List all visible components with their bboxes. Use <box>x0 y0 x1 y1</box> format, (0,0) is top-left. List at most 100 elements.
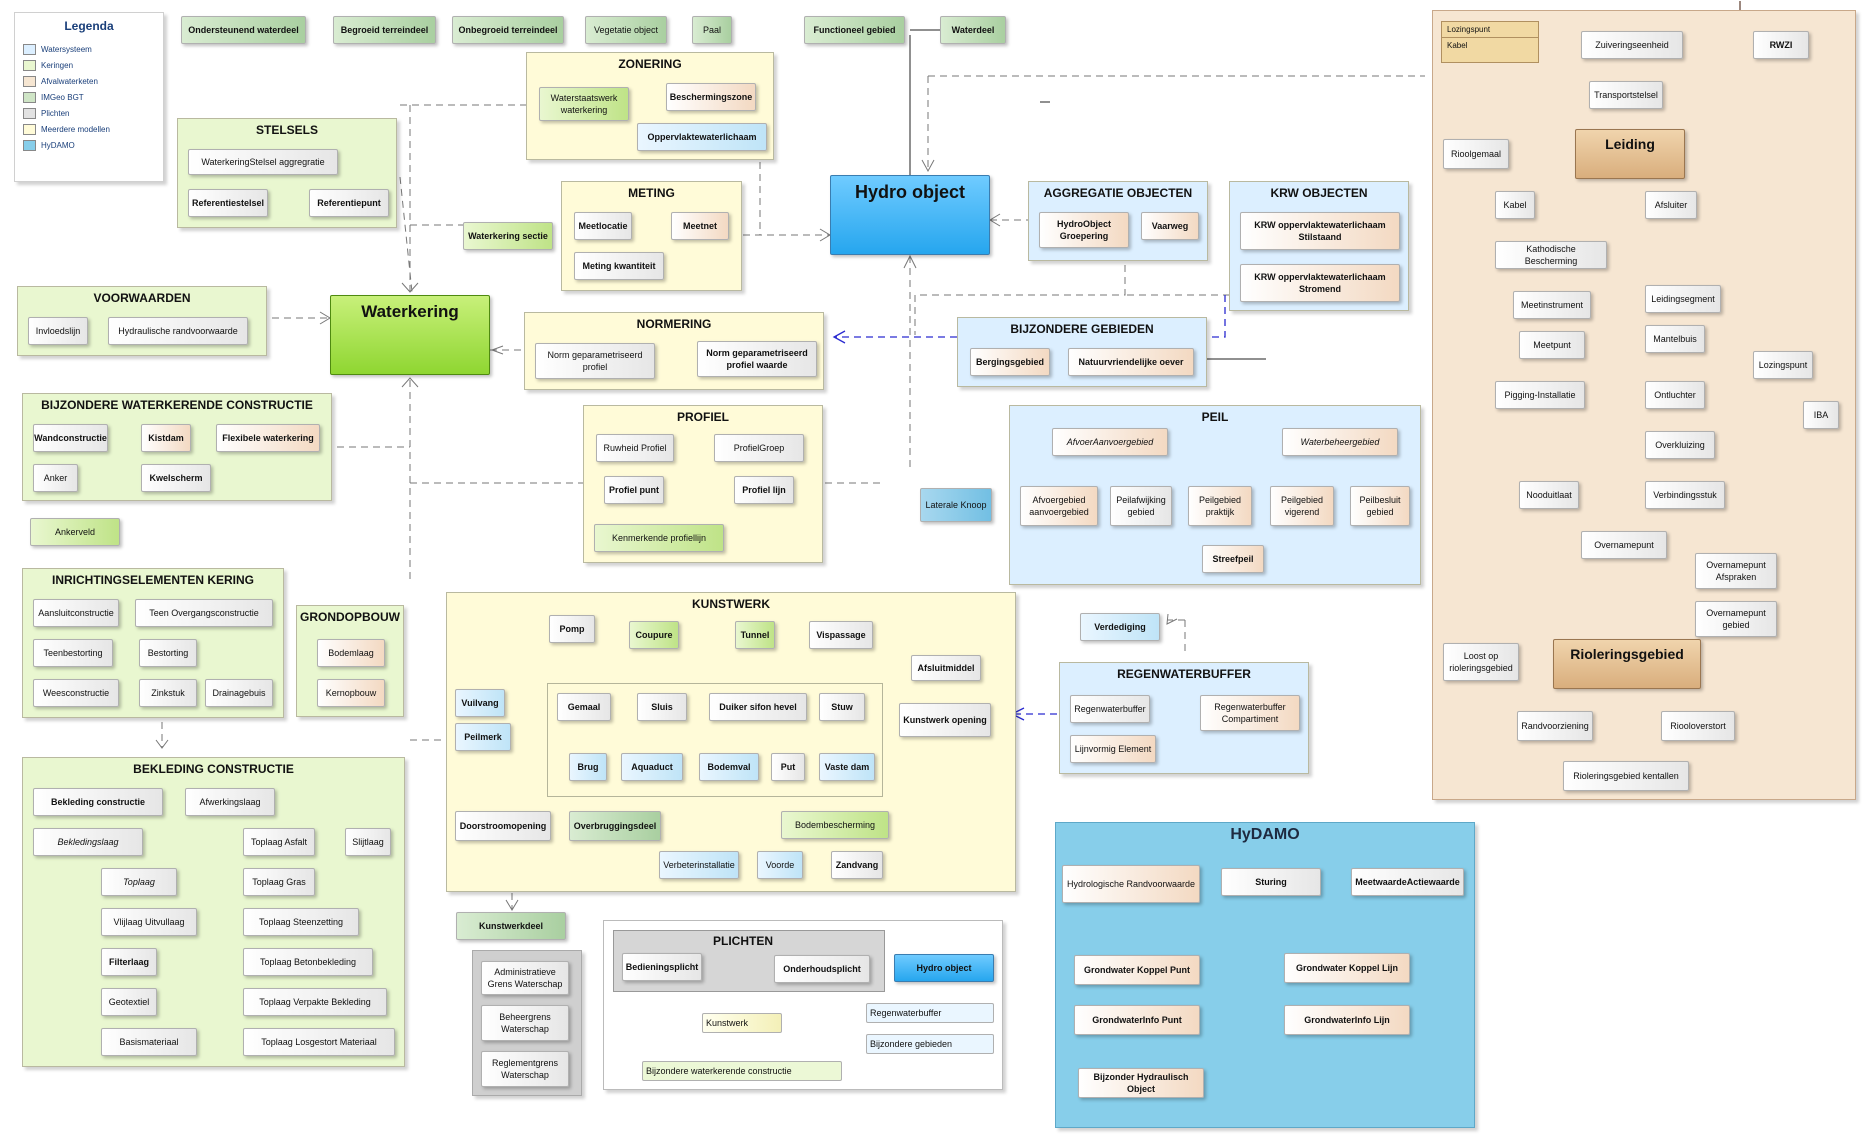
class-coupure[interactable]: Coupure <box>629 621 679 649</box>
class-ruwheid-profiel[interactable]: Ruwheid Profiel <box>596 434 674 462</box>
class-overnamepunt[interactable]: Overnamepunt <box>1581 531 1667 559</box>
class-overnamepunt-gebied[interactable]: Overnamepunt gebied <box>1695 601 1777 637</box>
class-waterbeheergebied[interactable]: Waterbeheergebied <box>1282 428 1398 456</box>
class-kwelscherm[interactable]: Kwelscherm <box>141 464 211 492</box>
class-waterkeringstelsel-aggregratie[interactable]: WaterkeringStelsel aggregratie <box>188 149 338 175</box>
class-bodemlaag[interactable]: Bodemlaag <box>317 639 385 667</box>
class-beschermingszone[interactable]: Beschermingszone <box>666 83 756 111</box>
class-reglementgrens[interactable]: Reglementgrens Waterschap <box>481 1051 569 1087</box>
class-oppervlaktewaterlichaam[interactable]: Oppervlaktewaterlichaam <box>637 123 767 151</box>
class-tunnel[interactable]: Tunnel <box>735 621 775 649</box>
class-sluis[interactable]: Sluis <box>637 693 687 721</box>
class-put[interactable]: Put <box>771 753 805 781</box>
class-vaste-dam[interactable]: Vaste dam <box>819 753 875 781</box>
class-brug[interactable]: Brug <box>569 753 607 781</box>
class-doorstroomopening[interactable]: Doorstroomopening <box>455 811 551 841</box>
ref-regenwaterbuffer[interactable]: Regenwaterbuffer <box>866 1003 994 1023</box>
class-ontluchter[interactable]: Ontluchter <box>1645 381 1705 409</box>
class-waterstaatswerk-waterkering[interactable]: Waterstaatswerk waterkering <box>539 87 629 121</box>
class-mantelbuis[interactable]: Mantelbuis <box>1645 325 1705 353</box>
class-gemaal[interactable]: Gemaal <box>557 693 611 721</box>
class-onderhoudsplicht[interactable]: Onderhoudsplicht <box>774 955 870 983</box>
class-filterlaag[interactable]: Filterlaag <box>101 948 157 976</box>
class-grondwaterinfo-punt[interactable]: GrondwaterInfo Punt <box>1074 1005 1200 1035</box>
class-vegetatie-object[interactable]: Vegetatie object <box>585 16 667 44</box>
class-verbindingsstuk[interactable]: Verbindingsstuk <box>1645 481 1725 509</box>
class-rioolgemaal[interactable]: Rioolgemaal <box>1443 139 1509 169</box>
class-kabel[interactable]: Kabel <box>1495 191 1535 219</box>
class-geotextiel[interactable]: Geotextiel <box>101 988 157 1016</box>
class-kistdam[interactable]: Kistdam <box>141 424 191 452</box>
class-ankerveld[interactable]: Ankerveld <box>30 518 120 546</box>
class-profielgroep[interactable]: ProfielGroep <box>714 434 804 462</box>
class-bodembescherming[interactable]: Bodembescherming <box>781 811 889 839</box>
class-hydroobject-groepering[interactable]: HydroObject Groepering <box>1039 212 1129 248</box>
class-meetlocatie[interactable]: Meetlocatie <box>574 212 632 240</box>
class-teen-overgangsconstructie[interactable]: Teen Overgangsconstructie <box>135 599 273 627</box>
class-bestorting[interactable]: Bestorting <box>139 639 197 667</box>
class-bekledingslaag[interactable]: Bekledingslaag <box>33 828 143 856</box>
class-lozingspunt[interactable]: Lozingspunt <box>1753 351 1813 379</box>
class-toplaag-gras[interactable]: Toplaag Gras <box>243 868 315 896</box>
class-toplaag-asfalt[interactable]: Toplaag Asfalt <box>243 828 315 856</box>
class-afvoeraanvoergebied[interactable]: AfvoerAanvoergebied <box>1052 428 1168 456</box>
class-waterkering-sectie[interactable]: Waterkering sectie <box>463 222 553 250</box>
class-regenwaterbuffer-compartiment[interactable]: Regenwaterbuffer Compartiment <box>1200 695 1300 731</box>
class-bekleding-constructie[interactable]: Bekleding constructie <box>33 788 163 816</box>
class-zuiveringseenheid[interactable]: Zuiveringseenheid <box>1581 31 1683 59</box>
class-vaarweg[interactable]: Vaarweg <box>1141 212 1199 240</box>
class-zinkstuk[interactable]: Zinkstuk <box>139 679 197 707</box>
class-anker[interactable]: Anker <box>33 464 78 492</box>
class-referentiestelsel[interactable]: Referentiestelsel <box>188 189 268 217</box>
class-lijnvormig-element[interactable]: Lijnvormig Element <box>1070 735 1156 763</box>
class-meetpunt[interactable]: Meetpunt <box>1519 331 1585 359</box>
class-leiding[interactable]: Leiding <box>1575 129 1685 179</box>
class-voorde[interactable]: Voorde <box>757 851 803 879</box>
class-beheergrens[interactable]: Beheergrens Waterschap <box>481 1005 569 1041</box>
class-teenbestorting[interactable]: Teenbestorting <box>33 639 113 667</box>
class-grondwaterinfo-lijn[interactable]: GrondwaterInfo Lijn <box>1284 1005 1410 1035</box>
ref-bijzondere-waterkerende-constructie[interactable]: Bijzondere waterkerende constructie <box>642 1061 842 1081</box>
class-zandvang[interactable]: Zandvang <box>831 851 883 879</box>
class-norm-geparametriseerd-profiel-waarde[interactable]: Norm geparametriseerd profiel waarde <box>697 341 817 377</box>
class-waterkering[interactable]: Waterkering <box>330 295 490 375</box>
class-rioleringsgebied-kentallen[interactable]: Rioleringsgebied kentallen <box>1563 761 1689 791</box>
class-vuilvang[interactable]: Vuilvang <box>455 689 505 717</box>
class-hydro-object-ref[interactable]: Hydro object <box>894 954 994 982</box>
ref-kunstwerk[interactable]: Kunstwerk <box>702 1013 782 1033</box>
class-iba[interactable]: IBA <box>1803 401 1839 429</box>
class-vlijlaag-uitvullaag[interactable]: Vlijlaag Uitvullaag <box>101 908 197 936</box>
class-kunstwerk-opening[interactable]: Kunstwerk opening <box>899 703 991 737</box>
class-natuurvriendelijke-oever[interactable]: Natuurvriendelijke oever <box>1068 348 1194 376</box>
class-weesconstructie[interactable]: Weesconstructie <box>33 679 119 707</box>
class-bedieningsplicht[interactable]: Bedieningsplicht <box>622 953 702 981</box>
class-peilgebied-vigerend[interactable]: Peilgebied vigerend <box>1270 486 1334 526</box>
class-laterale-knoop[interactable]: Laterale Knoop <box>920 488 992 522</box>
class-transportstelsel[interactable]: Transportstelsel <box>1589 81 1663 109</box>
ref-bijzondere-gebieden[interactable]: Bijzondere gebieden <box>866 1034 994 1054</box>
class-stuw[interactable]: Stuw <box>819 693 865 721</box>
class-verdediging[interactable]: Verdediging <box>1080 613 1160 641</box>
class-meetnet[interactable]: Meetnet <box>671 212 729 240</box>
class-meetwaardeactiewaarde[interactable]: MeetwaardeActiewaarde <box>1351 868 1464 896</box>
class-aansluitconstructie[interactable]: Aansluitconstructie <box>33 599 119 627</box>
class-loost-op-rioleringsgebied[interactable]: Loost op rioleringsgebied <box>1443 643 1519 681</box>
class-afsluitmiddel[interactable]: Afsluitmiddel <box>911 655 981 681</box>
class-norm-geparametriseerd-profiel[interactable]: Norm geparametriseerd profiel <box>535 343 655 379</box>
class-toplaag-losgestort-materiaal[interactable]: Toplaag Losgestort Materiaal <box>243 1028 395 1056</box>
class-referentiepunt[interactable]: Referentiepunt <box>309 189 389 217</box>
class-peilafwijking-gebied[interactable]: Peilafwijking gebied <box>1110 486 1172 526</box>
class-invloedslijn[interactable]: Invloedslijn <box>28 317 88 345</box>
class-kunstwerkdeel[interactable]: Kunstwerkdeel <box>456 912 566 940</box>
class-verbeterinstallatie[interactable]: Verbeterinstallatie <box>659 851 739 879</box>
class-wandconstructie[interactable]: Wandconstructie <box>33 424 108 452</box>
class-flexibele-waterkering[interactable]: Flexibele waterkering <box>216 424 320 452</box>
class-leidingsegment[interactable]: Leidingsegment <box>1645 285 1721 313</box>
class-nooduitlaat[interactable]: Nooduitlaat <box>1519 481 1579 509</box>
class-toplaag-steenzetting[interactable]: Toplaag Steenzetting <box>243 908 359 936</box>
class-overnamepunt-afspraken[interactable]: Overnamepunt Afspraken <box>1695 553 1777 589</box>
class-riooloverstort[interactable]: Riooloverstort <box>1661 711 1735 741</box>
class-afvoergebied-aanvoergebied[interactable]: Afvoergebied aanvoergebied <box>1020 486 1098 526</box>
class-basismateriaal[interactable]: Basismateriaal <box>101 1028 197 1056</box>
class-profiel-punt[interactable]: Profiel punt <box>604 476 664 504</box>
